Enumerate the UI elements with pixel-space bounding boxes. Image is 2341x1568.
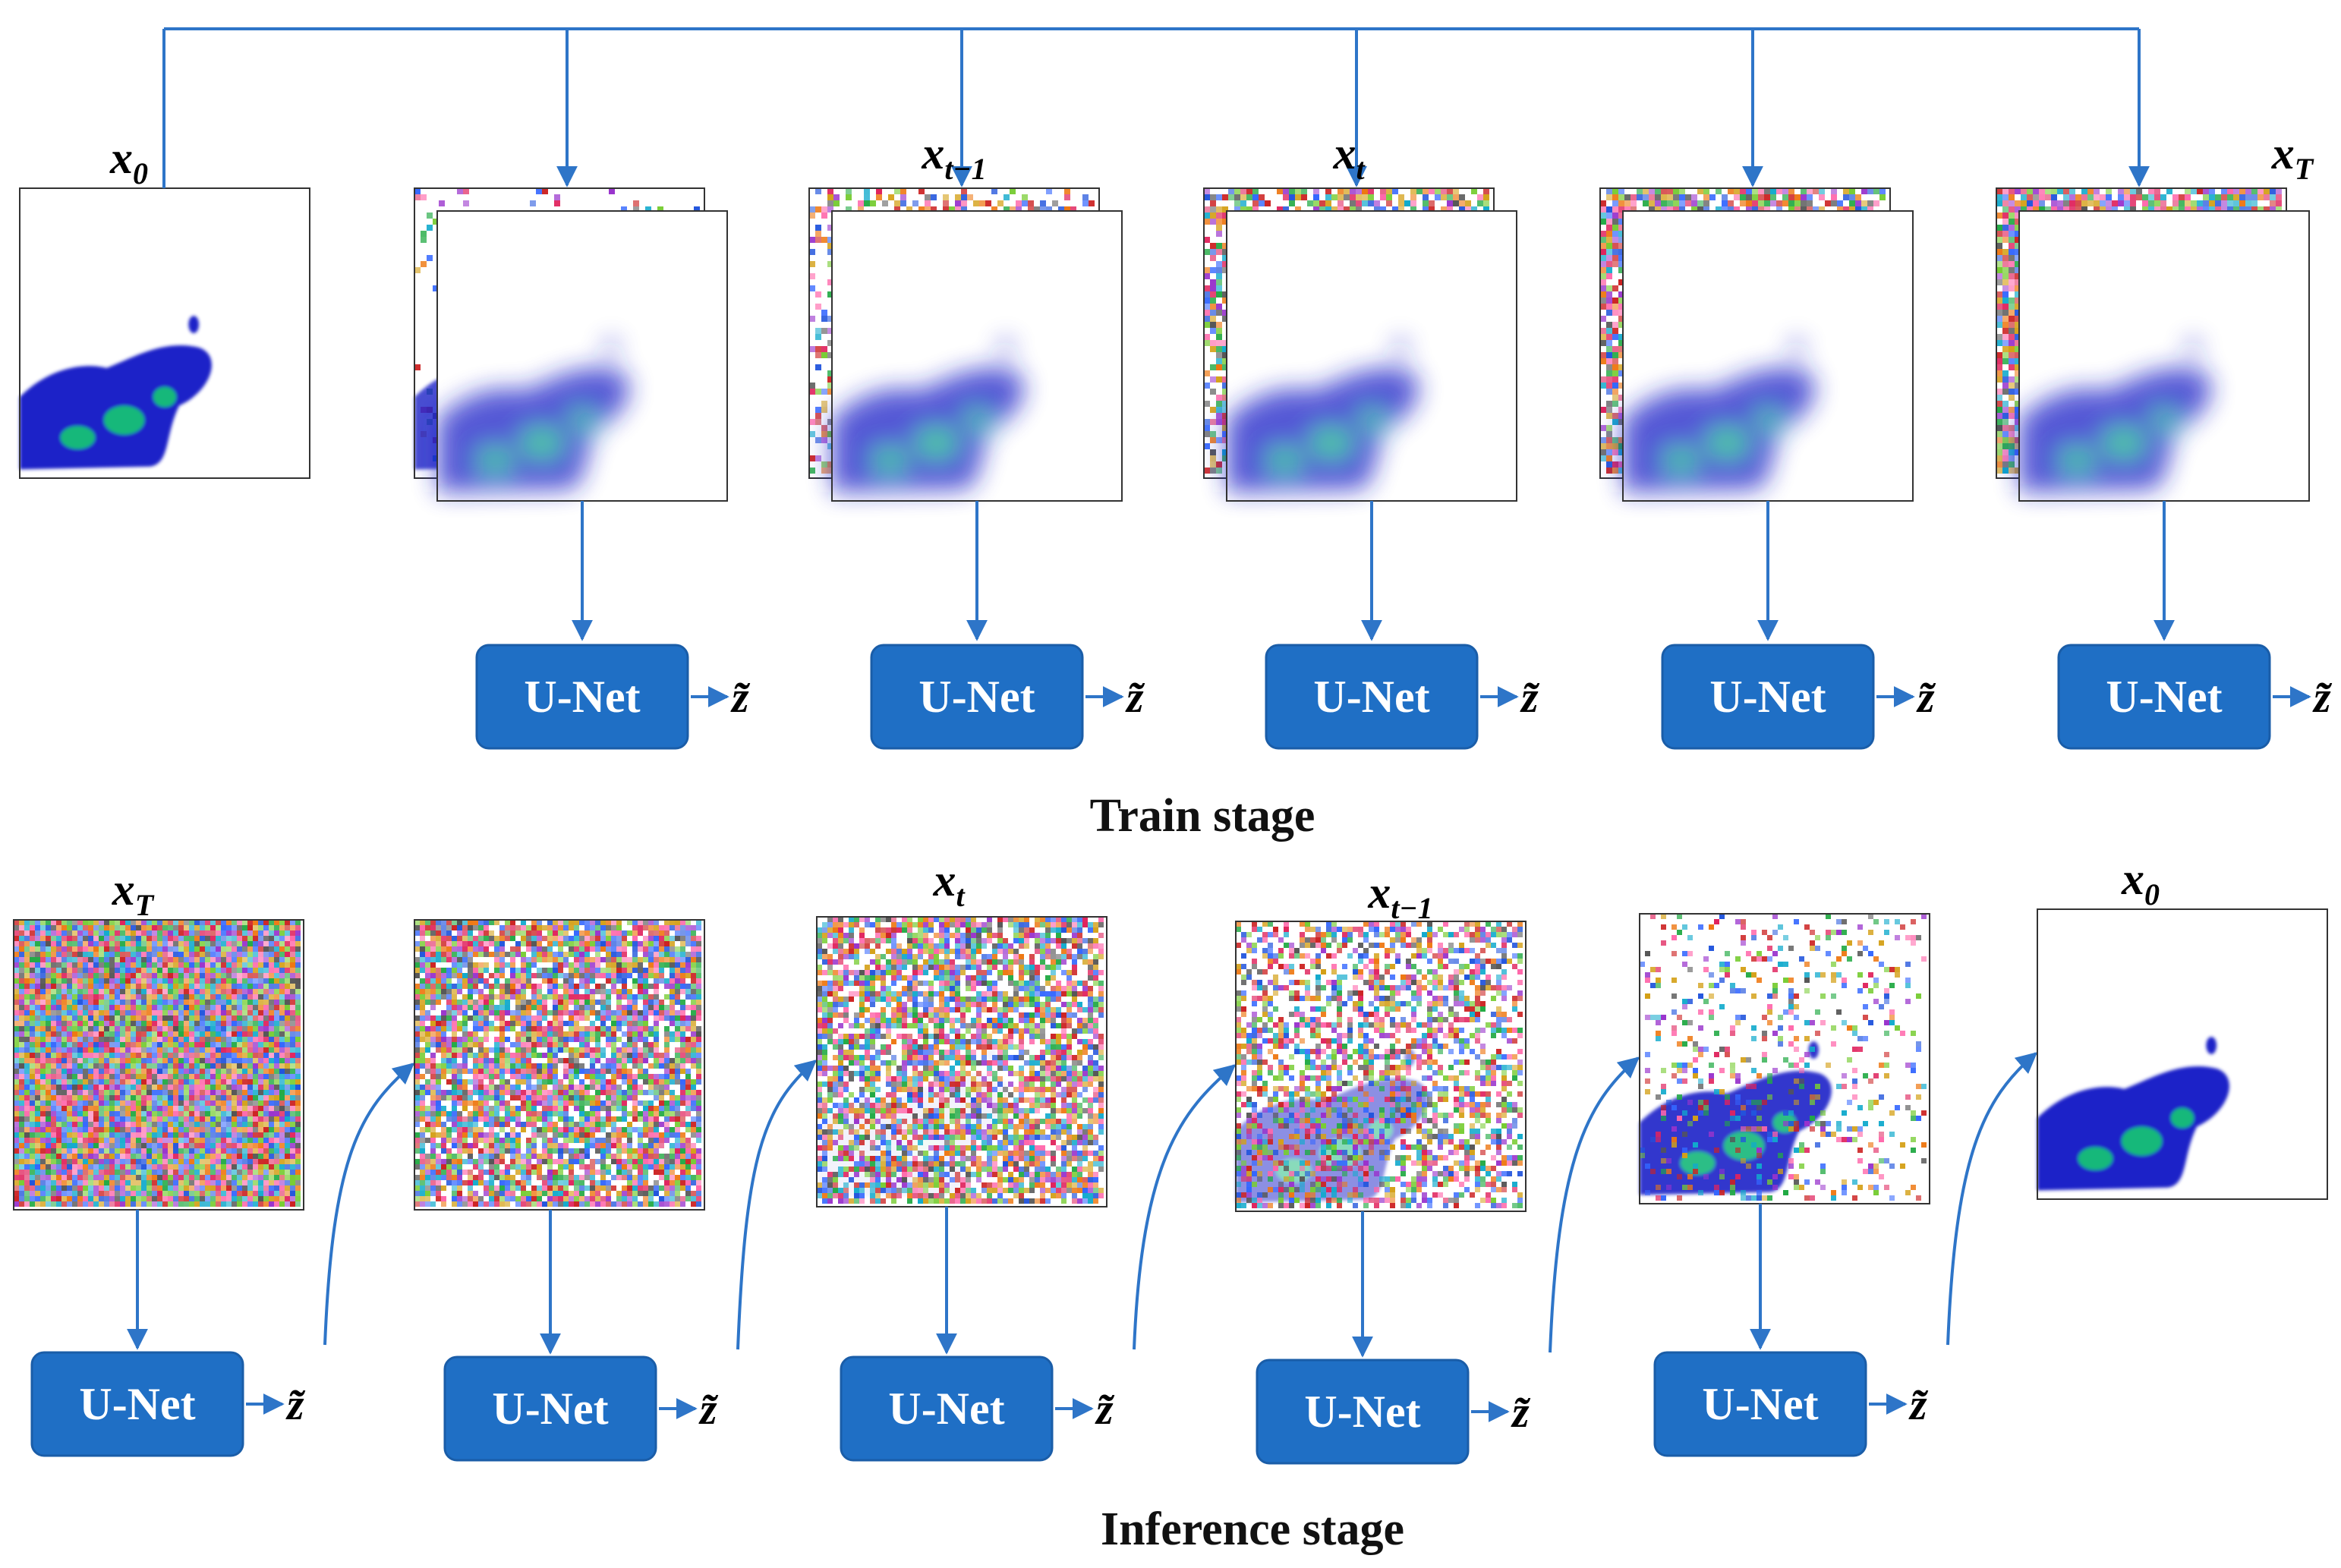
unet-label: U-Net xyxy=(1709,672,1826,722)
unet-block: U-Net z̃ xyxy=(1661,644,1936,750)
unet-block: U-Net z̃ xyxy=(2057,644,2333,750)
unet-box xyxy=(1256,1359,1470,1465)
inference-step-label: xt xyxy=(932,855,966,913)
plume xyxy=(1227,338,1419,493)
inference-step-2: U-Net z̃ xyxy=(414,919,818,1462)
inference-step-label: x0 xyxy=(2121,854,2160,912)
next-step-arrow xyxy=(1946,1052,2038,1346)
unet-box xyxy=(870,644,1084,750)
plume xyxy=(437,338,629,493)
train-step-3: xtU-Net z̃ xyxy=(1203,29,1540,750)
train-step-label: xt−1 xyxy=(921,128,986,186)
next-step-arrow xyxy=(323,1063,415,1346)
inference-image xyxy=(2037,908,2328,1200)
plume xyxy=(2037,1037,2229,1191)
unet-label: U-Net xyxy=(524,672,640,722)
inference-image xyxy=(13,919,304,1211)
unet-block: U-Net z̃ xyxy=(1265,644,1540,750)
output-z-tilde: z̃ xyxy=(1125,672,1145,722)
output-z-tilde: z̃ xyxy=(1916,672,1936,722)
unet-block: U-Net z̃ xyxy=(443,1355,719,1462)
train-stage-title: Train stage xyxy=(1089,790,1315,842)
output-z-tilde: z̃ xyxy=(730,672,751,722)
train-step-5: xT U-Net z̃ xyxy=(1996,29,2333,750)
output-z-tilde: z̃ xyxy=(698,1384,719,1434)
inference-step-3: xtU-Net z̃ xyxy=(816,855,1237,1462)
unet-block: U-Net z̃ xyxy=(840,1355,1115,1462)
output-z-tilde: z̃ xyxy=(1095,1384,1115,1434)
unet-block: U-Net z̃ xyxy=(870,644,1145,750)
unet-label: U-Net xyxy=(1304,1387,1420,1437)
inference-stage-title: Inference stage xyxy=(1100,1503,1404,1555)
unet-label: U-Net xyxy=(492,1384,608,1434)
inference-image xyxy=(816,916,1107,1207)
noise-pattern xyxy=(414,920,701,1207)
output-z-tilde: z̃ xyxy=(1520,672,1540,722)
unet-block: U-Net z̃ xyxy=(1256,1359,1531,1465)
unet-box xyxy=(1653,1351,1867,1457)
inference-image xyxy=(1235,921,1527,1212)
unet-label: U-Net xyxy=(1313,672,1429,722)
train-step-2: xt−1U-Net z̃ xyxy=(808,29,1145,750)
unet-label: U-Net xyxy=(1702,1379,1818,1429)
plume xyxy=(2019,338,2211,493)
noise-pattern xyxy=(14,920,301,1207)
train-step-label: xt xyxy=(1332,128,1366,186)
noise-pattern xyxy=(1236,921,1523,1208)
unet-label: U-Net xyxy=(79,1379,195,1429)
output-z-tilde: z̃ xyxy=(1511,1387,1531,1437)
noise-pattern xyxy=(1640,914,1927,1201)
unet-block: U-Net z̃ xyxy=(1653,1351,1929,1457)
inference-step-label: xt−1 xyxy=(1367,867,1432,925)
output-z-tilde: z̃ xyxy=(2312,672,2333,722)
train-step-4: U-Net z̃ xyxy=(1599,29,1936,750)
unet-box xyxy=(1661,644,1875,750)
unet-box xyxy=(443,1355,657,1462)
train-step-label: xT xyxy=(2271,128,2314,186)
train-stage-group: x0U-Net z̃ xt−1U-Net z̃ xtU-Net z̃ U-Net z̃ xT U-… xyxy=(19,27,2333,750)
unet-label: U-Net xyxy=(2106,672,2222,722)
inference-step-1: xT U-Net z̃ xyxy=(13,864,415,1457)
inference-step-4: xt−1U-Net z̃ xyxy=(1235,867,1640,1465)
unet-box xyxy=(30,1351,244,1457)
output-z-tilde: z̃ xyxy=(1908,1380,1929,1429)
next-step-arrow xyxy=(736,1060,818,1350)
next-step-arrow xyxy=(1133,1064,1237,1350)
noise-pattern xyxy=(817,917,1104,1204)
plume xyxy=(832,338,1024,493)
unet-block: U-Net z̃ xyxy=(30,1351,306,1457)
unet-box xyxy=(840,1355,1054,1462)
unet-box xyxy=(2057,644,2271,750)
next-step-arrow xyxy=(1549,1056,1640,1353)
inference-image xyxy=(414,919,705,1211)
unet-label: U-Net xyxy=(918,672,1035,722)
unet-box xyxy=(1265,644,1479,750)
unet-block: U-Net z̃ xyxy=(475,644,751,750)
inference-step-6: x0 xyxy=(2037,854,2328,1200)
inference-step-5: U-Net z̃ xyxy=(1639,913,2038,1457)
inference-step-label: xT xyxy=(112,864,155,922)
unet-box xyxy=(475,644,689,750)
output-z-tilde: z̃ xyxy=(285,1380,306,1429)
inference-image xyxy=(1639,913,1930,1204)
plume xyxy=(20,316,212,470)
train-step-1: U-Net z̃ xyxy=(414,29,751,750)
plume xyxy=(1623,338,1815,493)
unet-label: U-Net xyxy=(888,1384,1004,1434)
train-label-x0: x0 xyxy=(109,133,148,190)
